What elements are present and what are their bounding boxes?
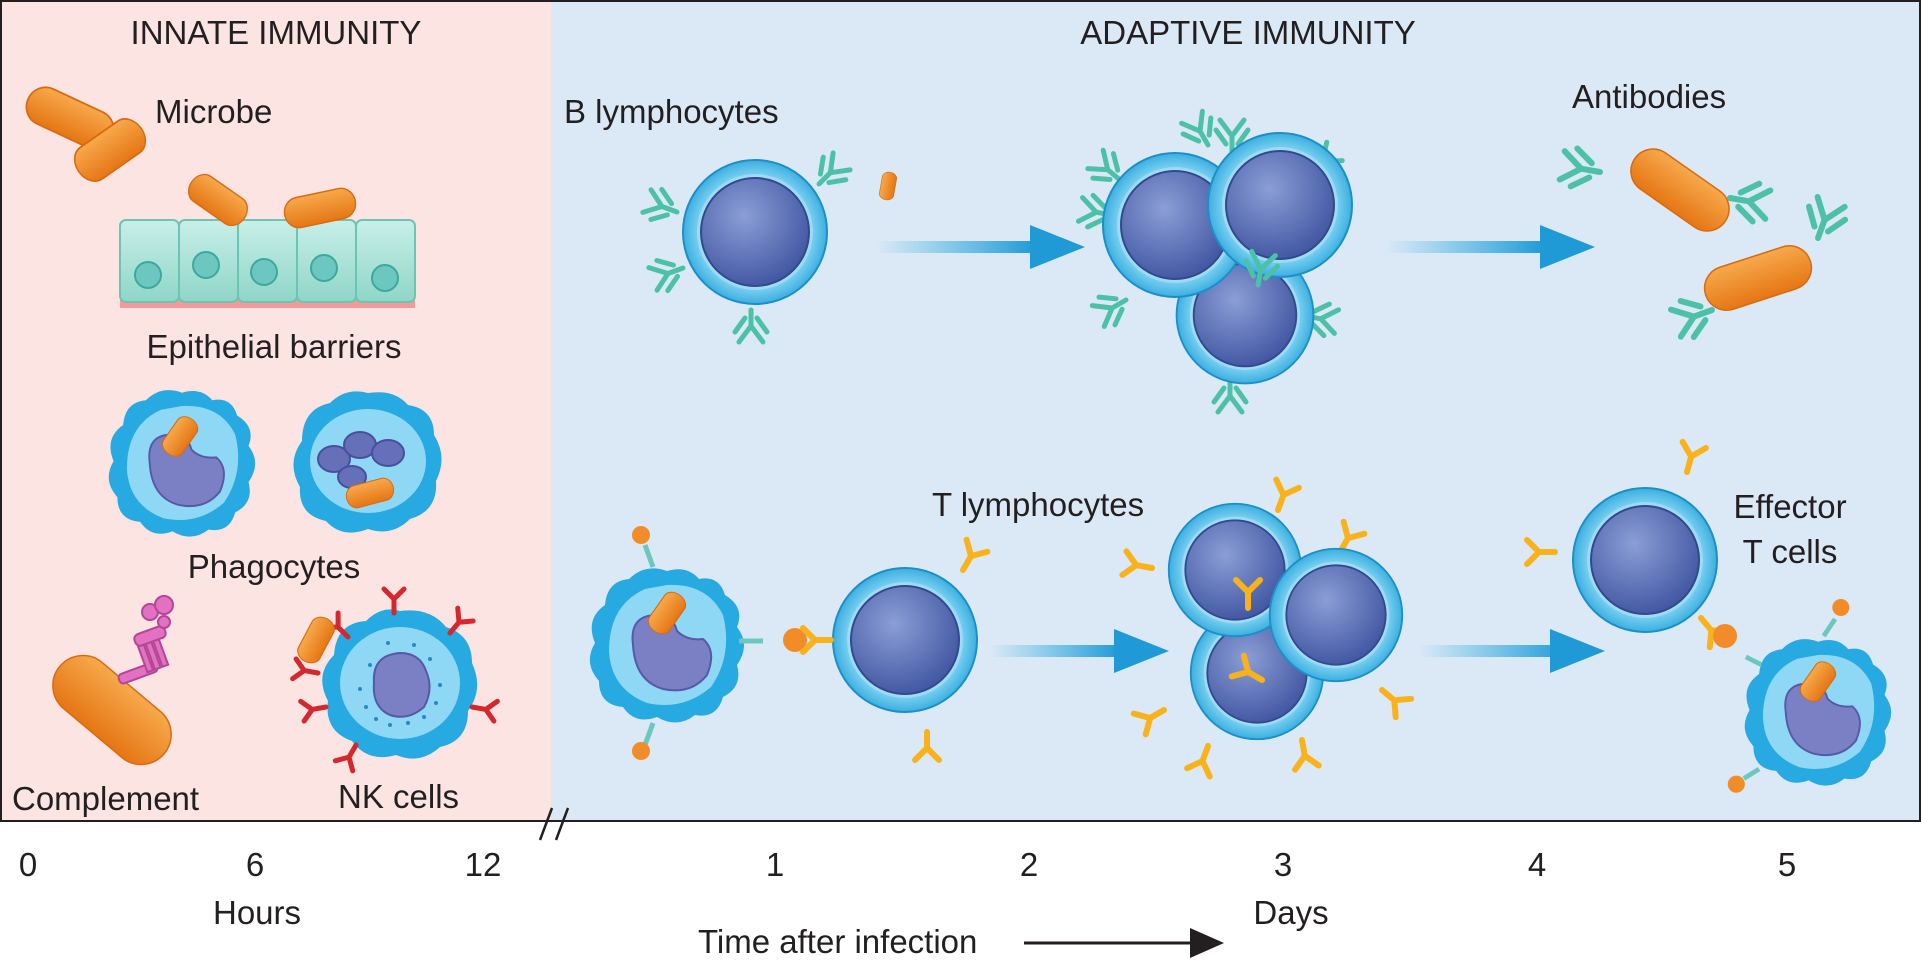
epithelial-barrier-icon [119,168,416,308]
adaptive-title: ADAPTIVE IMMUNITY [1080,14,1416,51]
antibodies-label: Antibodies [1572,78,1727,115]
effector-t-cell-icon [1527,442,1737,648]
arrow-t-2 [1418,629,1605,673]
phagocytes-label: Phagocytes [187,548,361,585]
time-label: Time after infection [698,923,978,960]
complement-icon [52,595,174,766]
tick-day-2: 2 [1019,846,1039,883]
tick-day-4: 4 [1527,846,1547,883]
arrow-b-1 [876,225,1085,269]
antigen-presenting-cell-icon [588,526,763,760]
tick-day-3: 3 [1273,846,1293,883]
t-lymphocytes-label: T lymphocytes [932,486,1145,523]
target-cell-icon [1727,598,1893,793]
effector-label-line2: T cells [1742,533,1838,570]
tick-day-1: 1 [765,846,785,883]
antibodies-icon [1559,140,1849,341]
hours-label: Hours [212,894,302,931]
arrow-t-1 [990,629,1169,673]
tick-hours-6: 6 [245,846,265,883]
axis-break-icon [538,807,570,841]
effector-label-line1: Effector [1733,488,1847,525]
time-arrow-icon [1024,928,1224,958]
tick-hours-0: 0 [18,846,38,883]
t-lymphocyte-icon [783,540,987,760]
b-lymphocytes-label: B lymphocytes [564,93,779,130]
arrow-b-2 [1385,225,1595,269]
nk-cell-icon [293,589,498,771]
tick-day-5: 5 [1777,846,1797,883]
tick-hours-12: 12 [464,846,502,883]
phagocyte-icon [107,389,257,538]
neutrophil-icon [293,391,442,533]
epithelial-label: Epithelial barriers [146,328,402,365]
days-label: Days [1253,894,1329,931]
nk-label: NK cells [338,778,460,815]
microbe-label: Microbe [155,93,273,130]
innate-title: INNATE IMMUNITY [130,14,422,51]
complement-label: Complement [12,780,200,817]
